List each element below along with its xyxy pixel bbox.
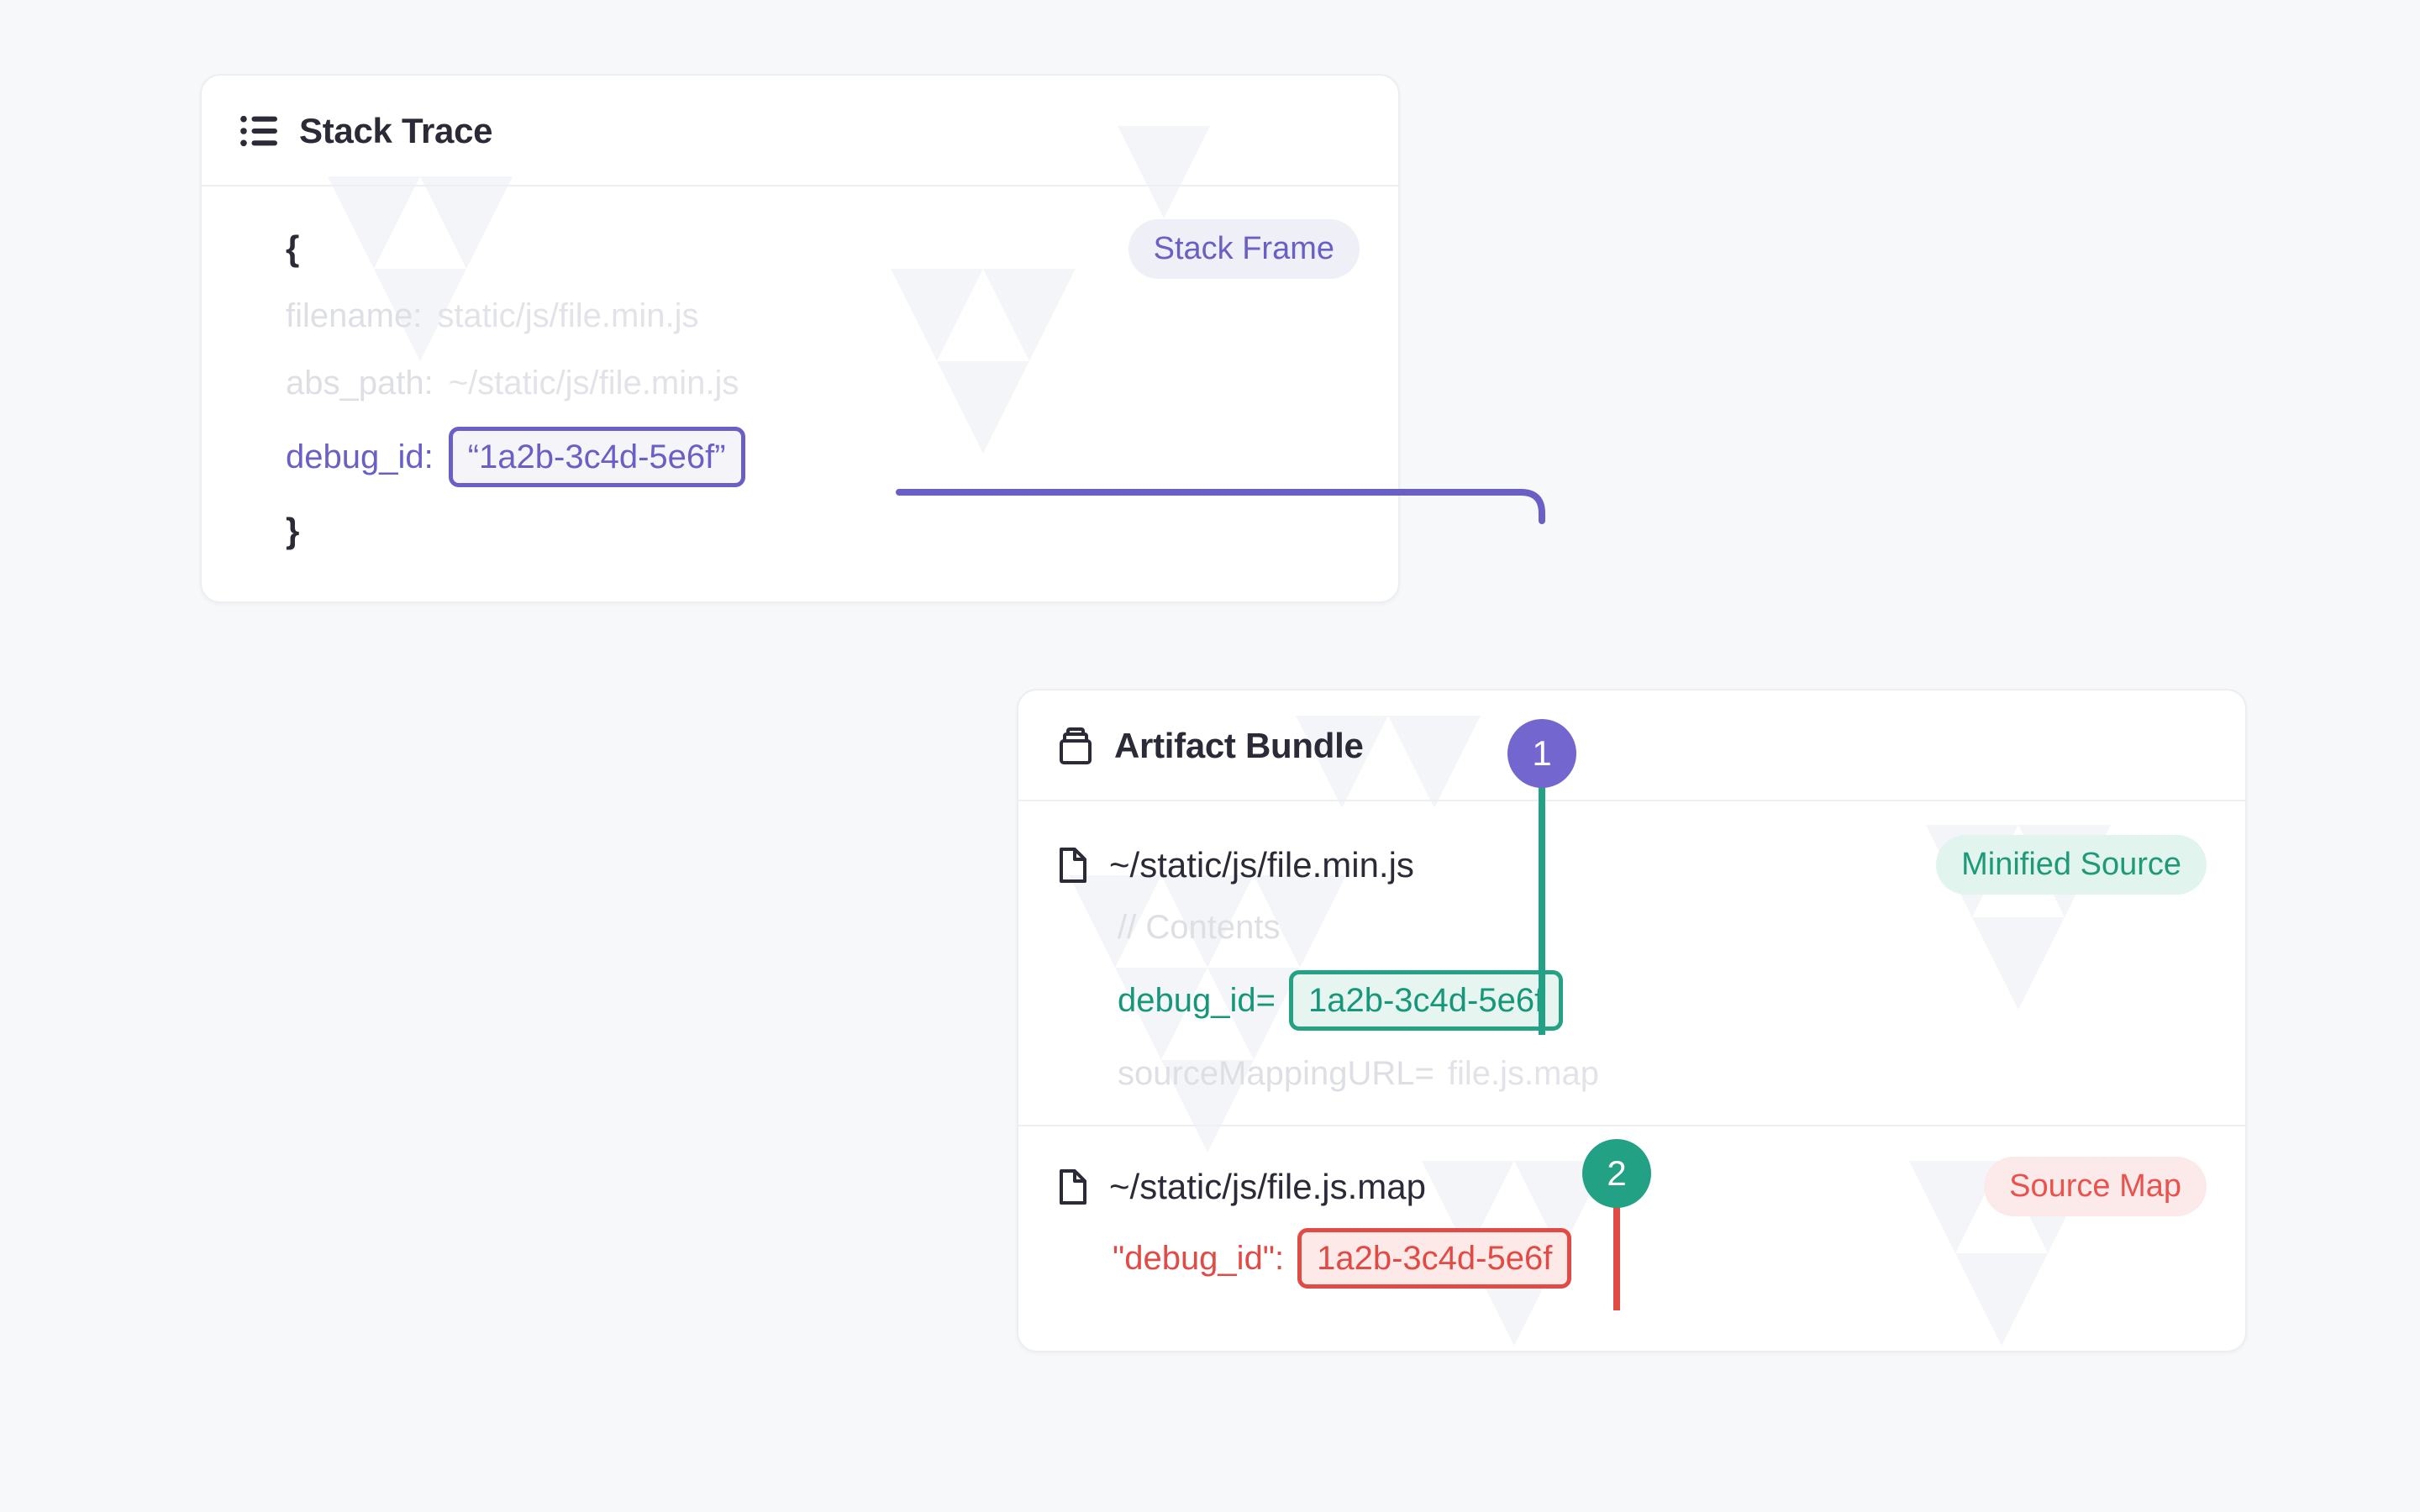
contents-comment-text: // Contents: [1118, 908, 1281, 946]
source-mapping-url-key: sourceMappingURL=: [1118, 1054, 1434, 1092]
artifact-bundle-card: Artifact Bundle ~/static/js/file.min.js …: [1017, 689, 2247, 1352]
stack-trace-body: { Stack Frame filename: static/js/file.m…: [202, 186, 1398, 601]
field-abs-path-key: abs_path:: [286, 364, 434, 402]
source-map-debug-id-row: "debug_id": 1a2b-3c4d-5e6f: [1057, 1216, 2207, 1300]
open-brace: {: [286, 228, 300, 268]
field-filename-value: static/js/file.min.js: [437, 297, 699, 334]
minified-source-badge: Minified Source: [1936, 835, 2207, 895]
file-icon: [1057, 1168, 1087, 1205]
step-badge-2[interactable]: 2: [1582, 1139, 1651, 1208]
bundle-section-divider: [1018, 1125, 2245, 1126]
artifact-bundle-title: Artifact Bundle: [1114, 726, 1364, 765]
source-mapping-url-row: sourceMappingURL= file.js.map: [1057, 1041, 2207, 1106]
field-abs-path: abs_path: ~/static/js/file.min.js: [240, 349, 1360, 417]
stack-trace-card: Stack Trace { Stack Frame filename: stat…: [200, 74, 1400, 603]
list-icon: [240, 114, 279, 148]
stack-trace-brace-row: { Stack Frame: [240, 215, 1360, 282]
field-debug-id: debug_id: “1a2b-3c4d-5e6f”: [240, 417, 1360, 497]
stack-trace-close-row: }: [240, 497, 1360, 564]
minified-source-debug-id-value[interactable]: 1a2b-3c4d-5e6f: [1288, 970, 1564, 1031]
source-map-badge: Source Map: [1984, 1157, 2207, 1216]
step-badge-1[interactable]: 1: [1507, 719, 1576, 788]
minified-source-debug-id-key: debug_id=: [1118, 981, 1276, 1019]
file-icon: [1057, 847, 1087, 884]
source-mapping-url-value: file.js.map: [1447, 1054, 1599, 1092]
field-abs-path-value: ~/static/js/file.min.js: [448, 364, 739, 402]
minified-source-path: ~/static/js/file.min.js: [1109, 844, 1414, 885]
minified-source-debug-id-row: debug_id= 1a2b-3c4d-5e6f: [1057, 960, 2207, 1041]
source-map-debug-id-key: "debug_id":: [1113, 1239, 1285, 1277]
artifact-bundle-header: Artifact Bundle: [1018, 690, 2245, 801]
field-filename-key: filename:: [286, 297, 423, 334]
field-filename: filename: static/js/file.min.js: [240, 282, 1360, 349]
minified-source-section: ~/static/js/file.min.js Minified Source …: [1018, 801, 2245, 1125]
stack-frame-badge: Stack Frame: [1128, 218, 1360, 279]
stack-trace-header: Stack Trace: [202, 76, 1398, 186]
source-map-debug-id-value[interactable]: 1a2b-3c4d-5e6f: [1297, 1228, 1572, 1289]
stack-trace-debug-id-value[interactable]: “1a2b-3c4d-5e6f”: [448, 427, 745, 487]
stack-trace-title: Stack Trace: [299, 111, 493, 150]
package-icon: [1057, 727, 1094, 765]
source-map-path: ~/static/js/file.js.map: [1109, 1166, 1426, 1206]
minified-source-file-row: ~/static/js/file.min.js Minified Source: [1057, 835, 2207, 895]
close-brace: }: [286, 511, 300, 550]
minified-source-contents-comment: // Contents: [1057, 895, 2207, 960]
source-map-file-row: ~/static/js/file.js.map Source Map: [1057, 1157, 2207, 1216]
field-debug-id-key: debug_id:: [286, 438, 434, 475]
